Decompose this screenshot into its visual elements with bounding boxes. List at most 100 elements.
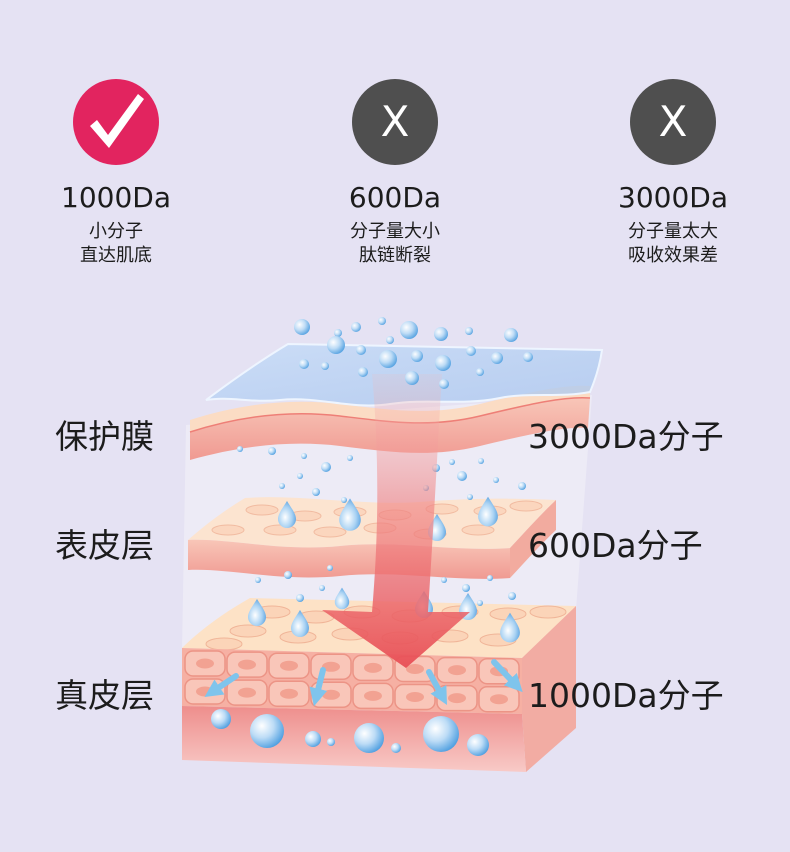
water-droplet: [278, 501, 296, 528]
water-dot: [301, 453, 307, 459]
option-line: 直达肌底: [80, 245, 152, 266]
water-dot: [327, 565, 333, 571]
water-bubble: [378, 317, 386, 325]
absorbed-bubble: [250, 714, 284, 748]
absorption-arrow: [204, 673, 239, 697]
molecule-label-1000da: 1000Da分子: [528, 676, 724, 715]
absorption-arrows: [204, 659, 523, 707]
water-dot: [319, 585, 325, 591]
water-dot: [449, 459, 455, 465]
water-dot: [441, 577, 447, 583]
absorbed-bubble: [305, 731, 321, 747]
water-bubble: [400, 321, 418, 339]
cell-nucleus: [406, 692, 424, 702]
water-bubble: [379, 350, 397, 368]
cell-nucleus: [322, 661, 340, 672]
absorption-arrow: [491, 659, 523, 693]
cell-nucleus: [196, 686, 214, 697]
absorption-arrow: [426, 669, 448, 706]
epidermis-cell: [509, 500, 543, 512]
absorption-arrow: [309, 667, 328, 707]
layer-label-epidermis: 表皮层: [55, 526, 154, 565]
cell-nucleus: [448, 665, 466, 676]
water-dot: [296, 594, 304, 602]
water-dot: [493, 477, 499, 483]
option-line: 分子量太大: [628, 221, 718, 242]
water-bubble: [439, 379, 449, 389]
water-droplet: [500, 612, 520, 643]
water-bubble: [466, 346, 476, 356]
water-dot: [297, 473, 303, 479]
option-line: 吸收效果差: [628, 245, 718, 266]
option-mass: 1000Da: [61, 181, 171, 214]
water-dot: [478, 458, 484, 464]
absorbed-bubble: [391, 743, 401, 753]
water-droplet: [248, 599, 266, 626]
check-icon: [90, 94, 144, 148]
dermis-bubbles: [211, 709, 489, 756]
water-dot: [457, 471, 467, 481]
epidermis-right-face: [510, 500, 556, 578]
water-dot: [237, 446, 243, 452]
epidermis-cell: [245, 504, 279, 516]
molecule-label-600da: 600Da分子: [528, 526, 703, 565]
option-mass: 3000Da: [618, 181, 728, 214]
water-bubble: [465, 327, 473, 335]
water-bubble: [358, 367, 368, 377]
water-dot: [508, 592, 516, 600]
cell-nucleus: [238, 687, 256, 698]
option-mass: 600Da: [348, 181, 442, 214]
water-bubble: [491, 352, 503, 364]
bad-badge: X: [352, 79, 438, 165]
water-dot: [518, 482, 526, 490]
epidermis-top-surface: [188, 497, 556, 549]
water-dot: [462, 584, 470, 592]
option-3000da: X 3000Da 分子量太大 吸收效果差: [573, 79, 773, 268]
absorbed-bubble: [327, 738, 335, 746]
absorbed-bubble: [354, 723, 384, 753]
cell-nucleus: [364, 690, 382, 701]
epidermis-cell: [211, 524, 245, 536]
epidermis-layer: [188, 497, 556, 579]
option-line: 肽链断裂: [359, 245, 431, 266]
cell-nucleus: [280, 688, 298, 699]
cell-nucleus: [322, 689, 340, 700]
water-bubble: [356, 345, 366, 355]
water-bubble: [411, 350, 423, 362]
surface-bubbles: [294, 317, 533, 389]
water-droplet: [339, 498, 361, 531]
cell-nucleus: [238, 659, 256, 670]
water-droplet: [478, 496, 498, 527]
option-1000da: 1000Da 小分子 直达肌底: [16, 79, 216, 268]
water-dot: [477, 600, 483, 606]
cell-nucleus: [406, 664, 424, 674]
absorbed-bubble: [211, 709, 231, 729]
water-bubble: [405, 371, 419, 385]
water-bubble: [321, 362, 329, 370]
penetration-arrow: [322, 374, 470, 668]
option-line: 分子量大小: [350, 221, 440, 242]
water-bubble: [294, 319, 310, 335]
absorbed-bubble: [467, 734, 489, 756]
water-bubble: [435, 355, 451, 371]
dermis-surface-cell: [205, 637, 243, 651]
cell-nucleus: [448, 693, 466, 704]
cell-nucleus: [280, 660, 298, 671]
dermis-surface-cell: [229, 624, 267, 638]
water-dot: [255, 577, 261, 583]
water-dot: [279, 483, 285, 489]
cell-nucleus: [490, 694, 508, 705]
cross-icon: X: [380, 97, 410, 146]
good-badge: [73, 79, 159, 165]
water-dot: [268, 447, 276, 455]
cell-nucleus: [196, 658, 214, 669]
water-bubble: [334, 329, 342, 337]
cross-icon: X: [658, 97, 688, 146]
water-droplet: [291, 610, 309, 637]
water-bubble: [386, 336, 394, 344]
cell-nucleus: [364, 662, 382, 673]
water-dot: [312, 488, 320, 496]
water-bubble: [299, 359, 309, 369]
dermis-right-face: [522, 606, 576, 772]
